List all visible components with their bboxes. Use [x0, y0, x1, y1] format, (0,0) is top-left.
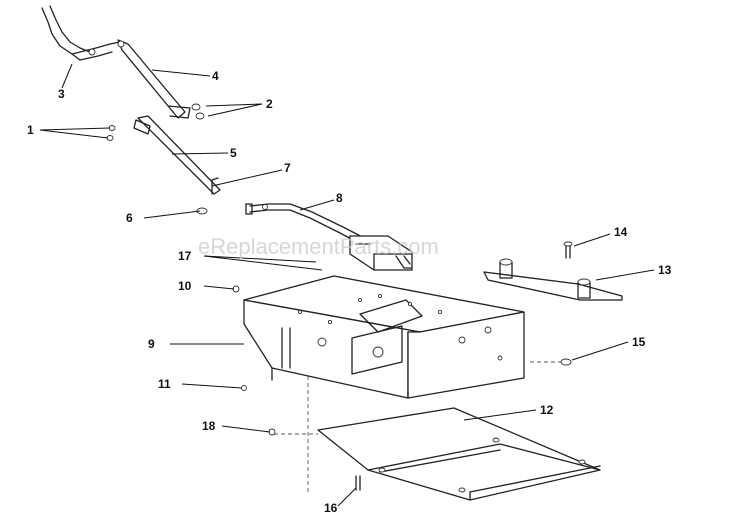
callout-4: 4: [212, 69, 219, 83]
callout-2: 2: [266, 97, 273, 111]
pin-bracket: [483, 241, 623, 301]
cover-plate: [317, 407, 601, 501]
callout-5: 5: [230, 146, 237, 160]
bolt-small: [211, 177, 219, 195]
frame-housing: [243, 275, 525, 399]
callout-6: 6: [126, 211, 133, 225]
leader-lines: [39, 63, 655, 507]
callout-9: 9: [148, 337, 155, 351]
callout-15: 15: [632, 335, 646, 349]
callout-1: 1: [27, 123, 34, 137]
callout-17: 17: [178, 249, 192, 263]
callout-7: 7: [284, 161, 291, 175]
callout-labels: 1 2 3 4 5 6 7 8 9 10 11 12 13 14 15 16 1…: [27, 69, 672, 515]
pivot-bracket: [349, 235, 413, 271]
callout-14: 14: [614, 225, 628, 239]
callout-3: 3: [58, 87, 65, 101]
lower-rod: [133, 115, 221, 195]
watermark: eReplacementParts.com: [198, 234, 439, 259]
callout-13: 13: [658, 263, 672, 277]
linkage-rod: [245, 203, 369, 247]
callout-12: 12: [540, 403, 554, 417]
fasteners: [106, 103, 208, 215]
callout-11: 11: [158, 377, 171, 391]
control-lever-assembly: [41, 5, 191, 119]
callout-18: 18: [202, 419, 216, 433]
callout-8: 8: [336, 191, 343, 205]
callout-10: 10: [178, 279, 192, 293]
callout-16: 16: [324, 501, 338, 515]
alignment-lines: [274, 361, 562, 492]
